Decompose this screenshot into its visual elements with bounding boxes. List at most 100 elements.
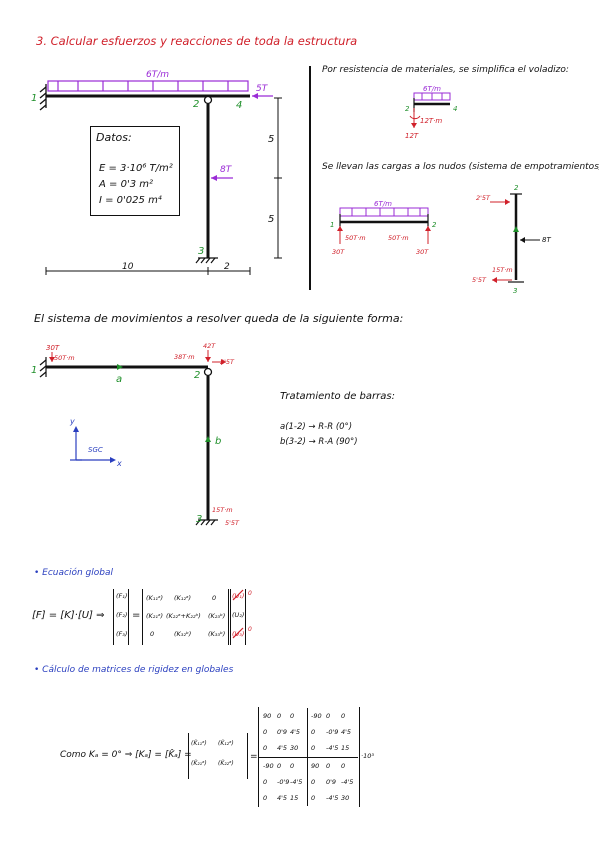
matrix-cell: 0	[263, 728, 268, 736]
block-22: (K̂₂₂ᵃ)	[218, 760, 234, 767]
rigidez-factor: ·10³	[361, 752, 374, 760]
zero-mark-2: 0	[248, 626, 252, 633]
hinge	[203, 95, 213, 105]
matrix-cell: -4'5	[326, 744, 339, 752]
bar-b-label: b	[215, 436, 221, 447]
matrix-cell: 90	[263, 712, 272, 720]
matrix-cell: -0'9	[326, 728, 339, 736]
matrix-cell: 0	[263, 794, 268, 802]
matrix-cell: 4'5	[277, 744, 288, 752]
eq-global-lhs: [F] = [K]·[U] ⇒	[32, 610, 105, 621]
node-4-label: 4	[236, 100, 242, 111]
matrix-cell: -90	[263, 762, 274, 770]
matrix-cell: 0	[277, 712, 282, 720]
matrix-cell: 30	[341, 794, 350, 802]
matrix-cell: 0	[290, 712, 295, 720]
datos-title: Datos:	[96, 131, 132, 144]
vector-f	[113, 589, 129, 645]
vector-u-2: (U₂)	[232, 611, 245, 619]
sgc-label: SGC	[88, 446, 103, 454]
knots-text: Se llevan las cargas a los nudos (sistem…	[322, 162, 599, 172]
matrix-cell: -0'9	[277, 778, 290, 786]
cant-moment-label: 12T·m	[420, 117, 442, 125]
matrix-cell: 15	[341, 744, 350, 752]
sys-n1: 1	[31, 365, 37, 376]
matrix-k	[142, 589, 229, 645]
matrix-cell: 0	[311, 728, 316, 736]
matrix-cell: 0	[311, 778, 316, 786]
stiffness-matrix	[258, 707, 360, 807]
bar-a-label: a	[116, 374, 122, 385]
zero-mark-1: 0	[248, 590, 252, 597]
vector-f-2: (F₂)	[116, 611, 128, 619]
sys-f1-moment: 50T·m	[54, 354, 75, 362]
col-top-force: 2'5T	[476, 194, 491, 202]
k-23: (K₂₃ᵇ)	[208, 612, 226, 620]
structure-diagram: 6T/m 1 2 4 5T 3 8T 5 5 10 2	[31, 70, 282, 275]
block-21: (K̂₂₁ᵃ)	[191, 760, 207, 767]
beam-r1: 30T	[332, 248, 345, 256]
node-2-label: 2	[193, 99, 199, 110]
col-bottom-moment: 15T·m	[492, 266, 513, 274]
k-11: (K₁₁ᵃ)	[146, 594, 164, 602]
node-1-label: 1	[31, 93, 37, 104]
movement-system-diagram: 1 30T 50T·m a 2 38T·m 42T 2'5T b 3 15T·m…	[31, 342, 240, 527]
vector-u	[230, 589, 246, 645]
dim-10: 10	[122, 262, 134, 272]
matrix-cell: 4'5	[290, 728, 301, 736]
matrix-cell: 0	[263, 778, 268, 786]
node-3-label: 3	[198, 246, 204, 257]
k-32: (K₃₂ᵇ)	[174, 630, 192, 638]
dim-2: 2	[224, 262, 230, 272]
beam-m1: 50T·m	[345, 234, 366, 242]
beam-m2: 50T·m	[388, 234, 409, 242]
bars-title: Tratamiento de barras:	[280, 391, 395, 402]
matrix-cell: 90	[311, 762, 320, 770]
block-11: (K̂₁₁ᵃ)	[191, 740, 207, 747]
fixed-beam-diagram: 6T/m 1 2 50T·m 50T·m 30T 30T	[330, 200, 437, 256]
matrix-cell: 0	[326, 762, 331, 770]
sys-f2-moment: 38T·m	[174, 353, 195, 361]
dim-5-bottom: 5	[268, 214, 274, 225]
col-side-force: 8T	[542, 236, 551, 244]
fixed-support-bottom	[195, 257, 218, 264]
cant-load-label: 6T/m	[423, 85, 441, 93]
force-8t-label: 8T	[220, 165, 233, 175]
strike-marks	[232, 589, 244, 639]
matrix-cell: 0	[326, 712, 331, 720]
fixed-support-left	[39, 84, 47, 111]
matrix-vdivider	[307, 708, 308, 806]
vertical-dimension	[274, 97, 282, 259]
col-n2: 2	[514, 184, 519, 192]
col-bottom-force: 5'5T	[472, 276, 487, 284]
axis-y-label: y	[69, 417, 75, 426]
force-5t-label: 5T	[256, 84, 269, 94]
rigidez-equals: =	[250, 752, 258, 762]
dim-5-top: 5	[268, 134, 274, 145]
matrix-cell: 0'9	[277, 728, 288, 736]
sys-f1-force: 30T	[46, 344, 60, 352]
matrix-cell: 0	[341, 762, 346, 770]
matrix-cell: -4'5	[341, 778, 354, 786]
cant-n4: 4	[453, 105, 457, 113]
matrix-cell: 4'5	[341, 728, 352, 736]
sys-n2: 2	[194, 370, 200, 381]
column-loads-diagram: 2 2'5T 8T 15T·m 5'5T 3	[472, 184, 551, 295]
vector-u-1: (U₁)	[232, 592, 245, 600]
datos-e: E = 3·10⁶ T/m²	[99, 163, 173, 174]
block-12: (K̂₁₂ᵃ)	[218, 740, 234, 747]
datos-i: I = 0'025 m⁴	[99, 195, 162, 206]
rigidez-title: • Cálculo de matrices de rigidez en glob…	[34, 665, 234, 675]
beam-n1: 1	[330, 221, 334, 229]
vertical-divider	[309, 66, 311, 290]
load-label: 6T/m	[146, 70, 169, 80]
k-12: (K₁₂ᵃ)	[174, 594, 192, 602]
k-21: (K₂₁ᵃ)	[146, 612, 164, 620]
sys-f3-force: 5'5T	[225, 519, 240, 527]
k-31: 0	[150, 630, 155, 638]
beam-n2: 2	[432, 221, 437, 229]
col-n3: 3	[513, 287, 517, 295]
block-matrix	[188, 733, 248, 779]
cant-n2: 2	[405, 105, 410, 113]
matrix-cell: -4'5	[290, 778, 303, 786]
